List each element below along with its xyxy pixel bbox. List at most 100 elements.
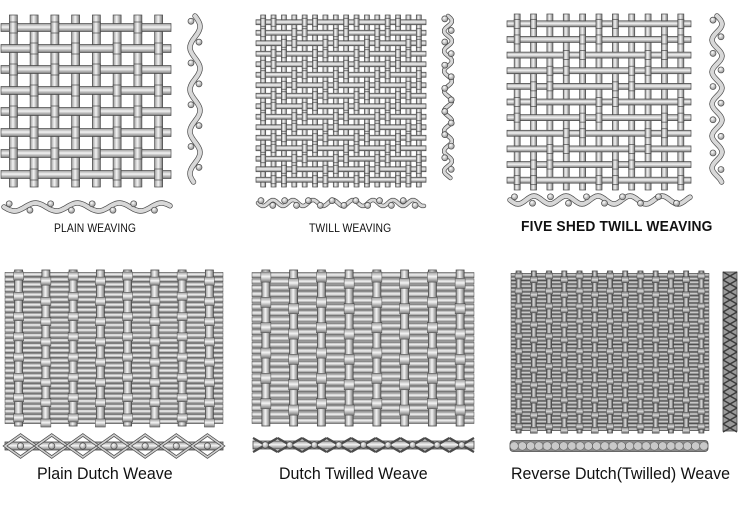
- profile-wire-section: [433, 441, 441, 449]
- warp-over-crossing: [9, 147, 18, 160]
- dutch-weft-wire: [251, 386, 475, 393]
- dutch-weft-over: [371, 398, 383, 410]
- profile-wire-section: [316, 202, 324, 209]
- warp-over-crossing: [71, 42, 80, 55]
- warp-wire-segment: [343, 171, 350, 178]
- warp-wire-segment: [395, 160, 401, 168]
- dutch-weft-over: [560, 381, 569, 389]
- warp-wire-segment: [154, 157, 163, 171]
- profile-wire-section: [447, 165, 455, 173]
- warp-over-crossing: [50, 21, 60, 34]
- warp-over-crossing: [364, 49, 370, 59]
- warp-over-crossing: [530, 18, 537, 29]
- dutch-weft-over: [40, 297, 52, 306]
- profile-wire-section: [269, 202, 277, 209]
- dutch-weft-over: [316, 347, 327, 359]
- weft-wire: [255, 61, 427, 68]
- caption-dutch-twilled-weave: Dutch Twilled Weave: [279, 464, 428, 483]
- dutch-weft-over: [606, 287, 614, 295]
- dutch-weft-over: [149, 337, 161, 347]
- warp-wire-segment: [281, 108, 287, 115]
- dutch-weft-over: [514, 363, 523, 370]
- warp-wire-segment: [50, 178, 60, 188]
- dutch-weft-over: [606, 423, 614, 430]
- warp-wire-segment: [546, 104, 554, 115]
- dutch-weft-over: [260, 373, 272, 384]
- dutch-weft-over: [591, 351, 599, 359]
- warp-over-crossing: [405, 91, 412, 101]
- warp-wire-segment: [546, 182, 554, 191]
- dutch-weft-wire: [251, 373, 475, 380]
- dutch-weft-over: [316, 322, 327, 334]
- warp-over-crossing: [612, 159, 619, 170]
- warp-wire-segment: [343, 181, 350, 188]
- dutch-weft-over: [149, 418, 161, 428]
- dutch-weft-over: [399, 379, 410, 391]
- warp-wire-segment: [628, 120, 636, 131]
- profile-bead: [691, 441, 701, 451]
- warp-wire-segment: [71, 52, 80, 66]
- reverse-dutch-bottom-profile: [509, 440, 709, 452]
- warp-over-crossing: [270, 49, 277, 59]
- weft-wire: [0, 23, 172, 32]
- dutch-weft-over: [13, 373, 24, 382]
- warp-wire-segment: [154, 115, 163, 129]
- warp-over-crossing: [154, 42, 163, 55]
- dutch-weft-wire: [251, 411, 475, 418]
- warp-over-crossing: [562, 128, 570, 139]
- warp-wire-segment: [260, 129, 267, 136]
- dutch-weft-wire: [251, 360, 475, 367]
- warp-over-crossing: [579, 112, 586, 123]
- warp-over-crossing: [353, 143, 360, 153]
- dutch-weft-over: [40, 337, 52, 347]
- warp-over-crossing: [546, 144, 554, 154]
- profile-wire-section: [411, 202, 419, 209]
- warp-over-crossing: [322, 133, 329, 143]
- dutch-weft-over: [427, 297, 438, 308]
- profile-bead: [583, 441, 593, 451]
- dutch-weft-over: [651, 396, 660, 404]
- profile-wire-section: [655, 193, 662, 201]
- dutch-weft-wire: [251, 329, 475, 336]
- profile-wire-section: [48, 442, 56, 450]
- warp-over-crossing: [9, 21, 18, 34]
- dutch-weft-over: [636, 302, 645, 310]
- warp-wire-segment: [312, 34, 318, 42]
- warp-over-crossing: [374, 112, 381, 122]
- warp-wire-segment: [644, 182, 652, 191]
- dutch-weft-over: [399, 354, 410, 365]
- warp-over-crossing: [343, 143, 350, 153]
- warp-over-crossing: [312, 143, 318, 153]
- warp-wire-segment: [112, 52, 122, 66]
- profile-bead: [567, 441, 577, 451]
- dutch-weft-over: [545, 378, 553, 385]
- weft-wire: [0, 44, 172, 53]
- dutch-weft-over: [530, 291, 538, 299]
- warp-over-crossing: [291, 122, 298, 132]
- profile-wire-section: [26, 206, 34, 214]
- weft-wire: [0, 107, 172, 116]
- warp-wire-segment: [154, 31, 163, 45]
- dutch-warp-wire: [400, 269, 410, 427]
- warp-over-crossing: [384, 28, 391, 38]
- warp-wire-segment: [281, 150, 287, 157]
- warp-wire-segment: [50, 115, 60, 129]
- profile-wire-section: [203, 442, 211, 450]
- warp-wire-segment: [628, 26, 636, 37]
- warp-wire-segment: [133, 136, 143, 150]
- warp-wire-segment: [71, 157, 80, 171]
- profile-bead: [666, 441, 676, 451]
- dutch-weft-over: [530, 366, 538, 374]
- warp-over-crossing: [270, 101, 277, 111]
- warp-over-crossing: [50, 63, 60, 76]
- profile-wire-section: [529, 199, 536, 207]
- profile-wire-section: [187, 101, 195, 109]
- warp-over-crossing: [343, 59, 350, 69]
- dutch-weft-over: [606, 317, 614, 325]
- warp-wire-segment: [260, 87, 267, 94]
- warp-wire-segment: [71, 73, 80, 87]
- dutch-weft-over: [697, 393, 706, 400]
- warp-wire-segment: [415, 14, 422, 21]
- dutch-weft-wire: [4, 358, 224, 364]
- weft-wire: [255, 166, 427, 173]
